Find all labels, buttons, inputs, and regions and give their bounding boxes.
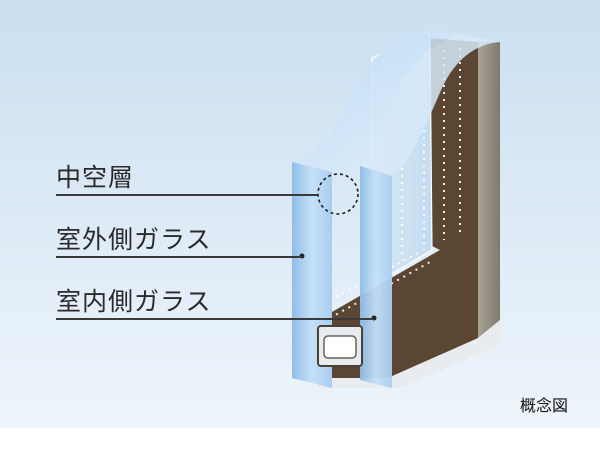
frame-side [478, 42, 500, 338]
leader-line-inner-glass [56, 318, 374, 320]
glass-top-edge-2 [360, 34, 500, 178]
leader-line-air-layer [56, 194, 318, 196]
glass-top-edge [292, 29, 462, 172]
label-inner-glass: 室内側ガラス [56, 287, 212, 316]
diagram-caption: 概念図 [520, 396, 569, 415]
inner-glass-front [360, 166, 392, 388]
label-outer-glass: 室外側ガラス [56, 225, 212, 254]
frame-edge [318, 320, 500, 388]
leader-line-outer-glass [56, 256, 302, 258]
label-air-layer: 中空層 [56, 163, 135, 192]
air-layer-marker [317, 173, 359, 215]
double-glazing-illustration [292, 29, 500, 388]
spacer-hollow [323, 335, 357, 359]
